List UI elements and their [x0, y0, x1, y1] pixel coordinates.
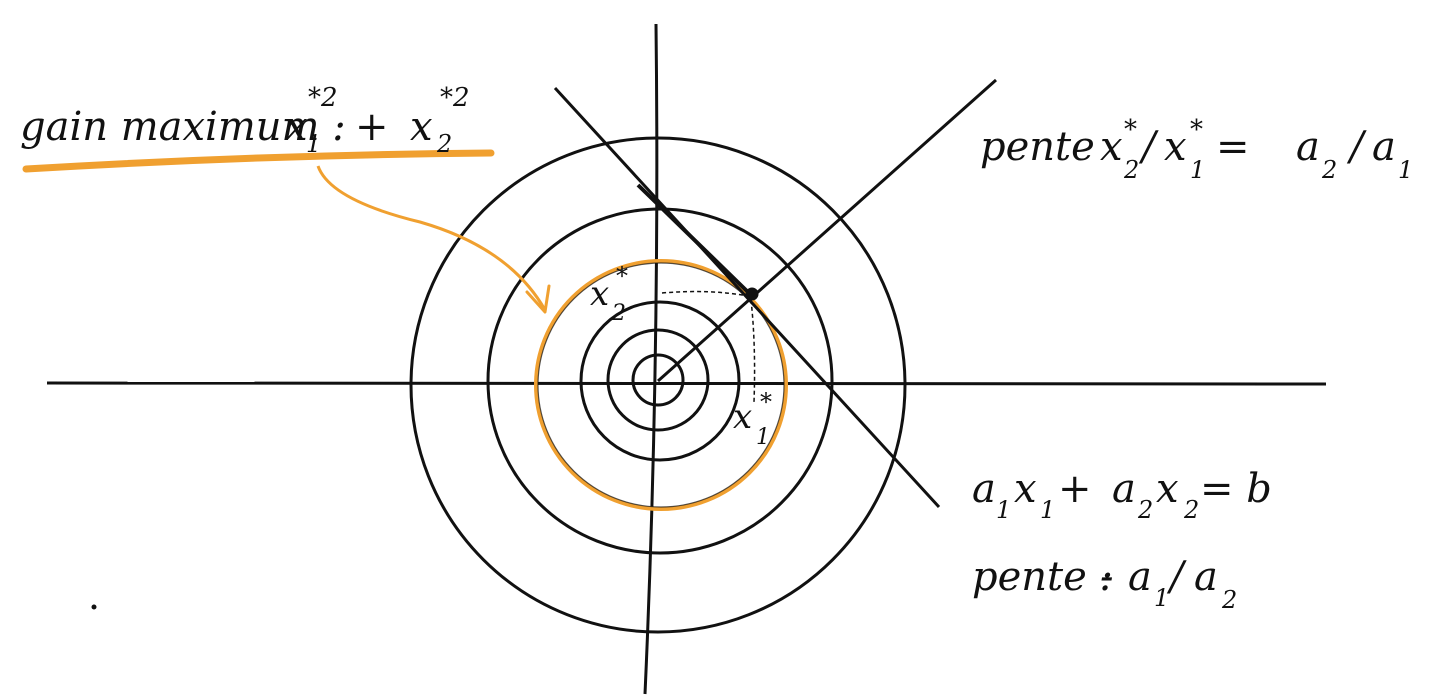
constraint-a1: a [972, 466, 996, 512]
tangency-point [745, 287, 759, 301]
x1-star-var: x [733, 397, 752, 437]
maximum-gain-circle-inner [537, 262, 785, 508]
constraint-plus: + [1058, 466, 1092, 512]
x1-star-label: x * 1 [733, 388, 772, 450]
slope-x1: x [1164, 124, 1187, 170]
slope-ray [657, 78, 997, 383]
slope-a2: a [1296, 124, 1320, 170]
constraint-line-tangent-stroke [636, 183, 754, 298]
constraint-a2-sub: 2 [1137, 496, 1153, 524]
slope-x2-star: * [1124, 115, 1137, 145]
gain-star-sq-2: *2 [440, 83, 470, 113]
slope-slash-1: / [1138, 124, 1159, 170]
horizontal-axis [46, 380, 1327, 386]
x2-star-label: x * 2 [590, 262, 628, 326]
constraint-slope-slash: / [1166, 554, 1187, 600]
maximum-gain-circle [534, 259, 788, 511]
constraint-slope-a1-sub: 1 [1154, 584, 1169, 612]
gain-maximum-label: gain maximum : x 1 *2 + x 2 *2 [20, 83, 470, 158]
constraint-slope-a2-sub: 2 [1221, 586, 1237, 614]
level-circle-3 [579, 300, 741, 462]
constraint-slope-a2: a [1194, 554, 1218, 600]
gain-star-sq-1: *2 [308, 83, 338, 113]
projection-to-x2-axis [661, 290, 749, 297]
stray-dot [91, 604, 97, 610]
constraint-equation-label: a 1 x 1 + a 2 x 2 = b [972, 466, 1272, 524]
gain-plus: + [355, 104, 389, 150]
constraint-x1: x [1014, 466, 1037, 512]
constraint-x2-sub: 2 [1183, 496, 1199, 524]
gain-prefix: gain maximum : [20, 104, 346, 150]
slope-x2-sub: 2 [1123, 156, 1139, 184]
constraint-a2: a [1112, 466, 1136, 512]
x1-star-sub: 1 [756, 425, 770, 450]
gain-sub-2: 2 [436, 130, 452, 158]
constraint-slope-a1: a [1128, 554, 1152, 600]
slope-x2: x [1100, 124, 1123, 170]
slope-a2-sub: 2 [1321, 156, 1337, 184]
constraint-a1-sub: 1 [996, 496, 1011, 524]
constraint-slope-prefix: pente : [972, 554, 1113, 600]
gain-underline [22, 149, 495, 173]
x1-star-star: * [760, 388, 772, 416]
constraint-slope-minus: - [1100, 554, 1114, 600]
x2-star-star: * [616, 262, 628, 290]
projection-to-x1-axis [750, 299, 756, 403]
gain-var-2: x [410, 104, 433, 150]
gain-var-1: x [285, 104, 308, 150]
constraint-x1-sub: 1 [1040, 496, 1055, 524]
gain-arrow-curve [316, 165, 547, 311]
constraint-slope-label: pente : - a 1 / a 2 [972, 554, 1237, 614]
slope-slash-2: / [1346, 124, 1367, 170]
slope-x1-star: * [1190, 115, 1203, 145]
gain-arrow-head [525, 284, 551, 314]
slope-x1-sub: 1 [1190, 156, 1205, 184]
ray-slope-label: pente x * 2 / x * 1 = a 2 / a 1 [980, 115, 1413, 184]
level-circle-5 [409, 136, 907, 634]
x2-star-var: x [590, 274, 609, 314]
level-circle-1 [631, 353, 685, 407]
slope-prefix: pente [980, 124, 1095, 170]
constraint-x2: x [1156, 466, 1179, 512]
slope-a1: a [1372, 124, 1396, 170]
constraint-rhs: = b [1200, 466, 1272, 512]
slope-equals: = [1216, 124, 1250, 170]
x2-star-sub: 2 [611, 301, 626, 326]
vertical-axis [643, 23, 659, 695]
slope-a1-sub: 1 [1398, 156, 1413, 184]
level-circle-2 [606, 328, 710, 432]
gain-sub-1: 1 [306, 130, 321, 158]
